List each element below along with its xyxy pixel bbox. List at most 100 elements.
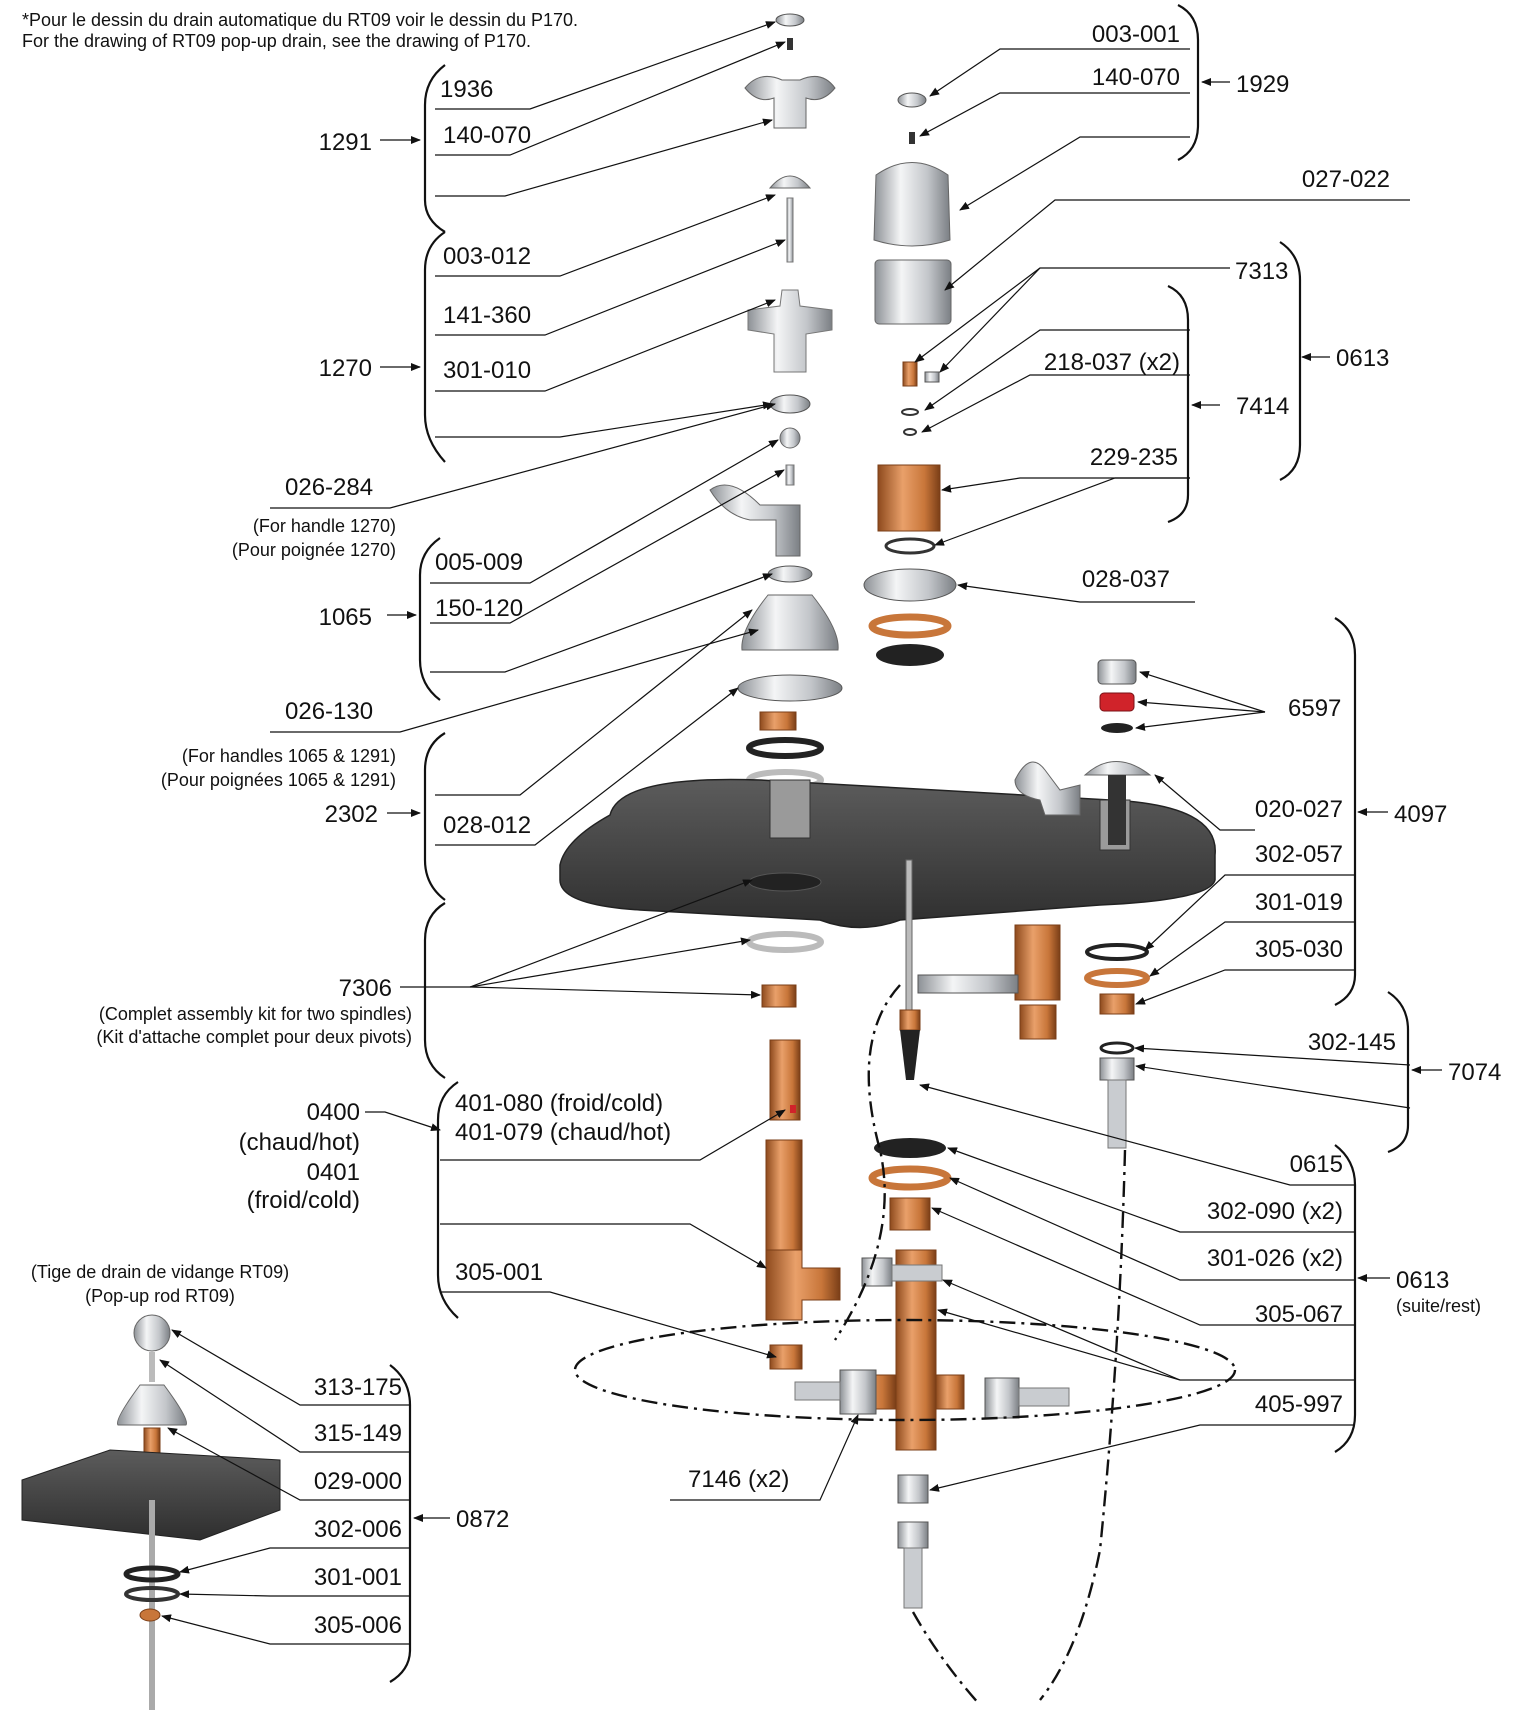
lever-on-counter — [1014, 761, 1081, 816]
gasket-under-counter — [748, 872, 822, 892]
knob-315-149 — [116, 1384, 188, 1426]
hose-nut-7146-right — [984, 1377, 1020, 1419]
spout-stem — [1108, 775, 1126, 845]
group-2302: 2302 — [325, 801, 378, 828]
note-english: For the drawing of RT09 pop-up drain, se… — [22, 31, 531, 51]
hose-path-left — [833, 984, 901, 1341]
label-305-067: 305-067 — [1255, 1301, 1343, 1328]
tee-body-405-997 — [895, 1249, 937, 1451]
spout-valve-body — [1014, 924, 1061, 1001]
elbow-body-left — [765, 1249, 841, 1321]
group-1929: 1929 — [1236, 71, 1289, 98]
label-405-997: 405-997 — [1255, 1391, 1343, 1418]
caption-rod-en: (Pop-up rod RT09) — [85, 1286, 235, 1306]
caption-handle-1270-fr: (Pour poignée 1270) — [232, 540, 396, 560]
hose-nut-7146-left — [839, 1369, 877, 1415]
group-0613: 0613 — [1336, 345, 1389, 372]
caption-kit-fr: (Kit d'attache complet pour deux pivots) — [96, 1027, 412, 1047]
label-7146: 7146 (x2) — [688, 1466, 789, 1493]
hose-7146-right — [1018, 1387, 1070, 1407]
index-button-003-012 — [768, 175, 812, 189]
group-7074: 7074 — [1448, 1059, 1501, 1086]
brace-1929 — [1177, 4, 1200, 161]
spout-cap-1929 — [873, 162, 951, 247]
washer-under-counter — [746, 931, 824, 953]
label-302-145: 302-145 — [1308, 1029, 1396, 1056]
group-1291: 1291 — [319, 129, 372, 156]
captions: (For handle 1270) (Pour poignée 1270) (F… — [31, 516, 412, 1306]
group-0400: 0400 — [307, 1099, 360, 1126]
brace-1270 — [423, 231, 446, 463]
assembly-labels: 1929 0613 7414 4097 7074 0613 (suite/res… — [239, 71, 1502, 1533]
small-screw-7313 — [924, 371, 940, 383]
label-150-120: 150-120 — [435, 595, 523, 622]
group-4097: 4097 — [1394, 801, 1447, 828]
gasket-302-090 — [874, 1138, 946, 1158]
rod-long — [149, 1500, 155, 1710]
label-305-030: 305-030 — [1255, 936, 1343, 963]
cross-handle-1291 — [744, 75, 836, 129]
nut-305-067 — [889, 1197, 931, 1231]
cap-003-001-left — [775, 13, 805, 27]
drawing-note: *Pour le dessin du drain automatique du … — [22, 10, 578, 52]
screw-140-070-left — [787, 38, 793, 50]
label-301-026: 301-026 (x2) — [1207, 1245, 1343, 1272]
ball-313-175 — [133, 1314, 171, 1352]
label-020-027: 020-027 — [1255, 796, 1343, 823]
washer-302-006 — [123, 1565, 181, 1583]
washer-302-057 — [1085, 943, 1149, 961]
label-005-009: 005-009 — [435, 549, 523, 576]
label-302-057: 302-057 — [1255, 841, 1343, 868]
group-0401-sub: (froid/cold) — [247, 1187, 360, 1214]
tee-side-right — [935, 1374, 965, 1410]
label-029-000: 029-000 — [314, 1468, 402, 1495]
label-315-149: 315-149 — [314, 1420, 402, 1447]
aerator-washer — [1101, 723, 1133, 733]
washer-301-019 — [1084, 968, 1150, 988]
cartridge-0615 — [899, 1009, 921, 1031]
group-1065: 1065 — [319, 604, 372, 631]
counter-slab-rt09 — [21, 1449, 281, 1541]
brace-4097 — [1334, 617, 1357, 1006]
brace-0400 — [436, 1081, 459, 1319]
nut-under-counter — [761, 984, 797, 1008]
caption-handle-1270-en: (For handle 1270) — [253, 516, 396, 536]
label-218-037: 218-037 (x2) — [1044, 349, 1180, 376]
label-305-001: 305-001 — [455, 1259, 543, 1286]
washer-301-001 — [124, 1586, 180, 1602]
label-313-175: 313-175 — [314, 1374, 402, 1401]
ring-028-037 — [863, 568, 957, 602]
dome-020-027 — [1083, 761, 1152, 776]
aerator-red — [1099, 692, 1135, 712]
label-229-235: 229-235 — [1090, 444, 1178, 471]
brace-7414 — [1167, 284, 1190, 524]
screw-141-360 — [786, 197, 794, 263]
bonnet-ring-026-284 — [769, 394, 811, 414]
braces — [389, 4, 1410, 1683]
nut-305-030 — [1099, 993, 1135, 1015]
label-003-012: 003-012 — [443, 243, 531, 270]
hose-nut-top — [861, 1257, 893, 1287]
gasket-black-right — [876, 644, 944, 666]
group-0613-cont: 0613 — [1396, 1267, 1449, 1294]
caption-handles-1065-en: (For handles 1065 & 1291) — [182, 746, 396, 766]
pipe-threaded-left — [765, 1139, 803, 1251]
screw-150-120 — [785, 464, 795, 486]
connector-left-hose — [917, 974, 1019, 994]
spout-valve-nut — [1019, 1004, 1057, 1040]
label-401-079: 401-079 (chaud/hot) — [455, 1119, 671, 1146]
label-140-070-right: 140-070 — [1092, 64, 1180, 91]
label-141-360: 141-360 — [443, 302, 531, 329]
brace-0613b — [1334, 1144, 1357, 1453]
label-0615: 0615 — [1290, 1151, 1343, 1178]
note-french: *Pour le dessin du drain automatique du … — [22, 10, 579, 30]
group-0872: 0872 — [456, 1506, 509, 1533]
washer-top-left — [746, 737, 824, 759]
label-6597: 6597 — [1288, 695, 1341, 722]
label-028-012: 028-012 — [443, 812, 531, 839]
label-305-006: 305-006 — [314, 1612, 402, 1639]
popup-rod — [905, 859, 913, 1011]
brace-7306 — [423, 902, 446, 1079]
brace-0872 — [389, 1364, 412, 1683]
